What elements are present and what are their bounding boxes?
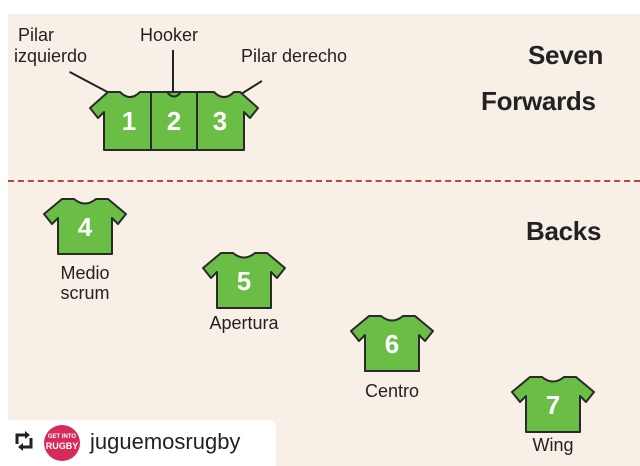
leader-line-hooker xyxy=(172,50,174,108)
label-scrum: scrum xyxy=(60,283,110,303)
shirt-number-3: 3 xyxy=(212,106,228,136)
label-pilar-derecho: Pilar derecho xyxy=(241,46,348,66)
repost-bar: GET INTO RUGBY juguemosrugby xyxy=(0,420,276,466)
shirt-apertura: 5 xyxy=(201,250,287,310)
logo-top-text: GET INTO xyxy=(47,434,77,440)
label-wing: Wing xyxy=(532,435,574,455)
account-handle[interactable]: juguemosrugby xyxy=(90,429,241,454)
label-hooker: Hooker xyxy=(140,25,199,45)
label-pilar-izquierdo-line2: izquierdo xyxy=(14,46,88,66)
shirt-centro: 6 xyxy=(349,313,435,373)
heading-forwards: Forwards xyxy=(481,86,596,116)
repost-icon[interactable] xyxy=(12,430,36,457)
shirt-number-4: 4 xyxy=(77,212,93,242)
shirt-number-7: 7 xyxy=(545,390,561,420)
label-pilar-izquierdo-line1: Pilar xyxy=(18,25,55,45)
shirt-medio-scrum: 4 xyxy=(42,196,128,256)
shirt-number-2: 2 xyxy=(166,106,182,136)
get-into-rugby-logo[interactable]: GET INTO RUGBY xyxy=(44,425,80,461)
logo-main-text: RUGBY xyxy=(45,441,79,451)
heading-backs: Backs xyxy=(526,216,602,246)
front-row-shirts: 1 2 3 xyxy=(88,88,260,152)
shirt-number-5: 5 xyxy=(236,266,252,296)
label-medio: Medio xyxy=(60,263,110,283)
shirt-wing: 7 xyxy=(510,374,596,434)
shirt-number-6: 6 xyxy=(384,329,400,359)
shirt-number-1: 1 xyxy=(121,106,137,136)
label-apertura: Apertura xyxy=(209,313,279,333)
section-divider xyxy=(8,180,640,182)
label-centro: Centro xyxy=(364,381,420,401)
heading-seven: Seven xyxy=(528,40,604,70)
